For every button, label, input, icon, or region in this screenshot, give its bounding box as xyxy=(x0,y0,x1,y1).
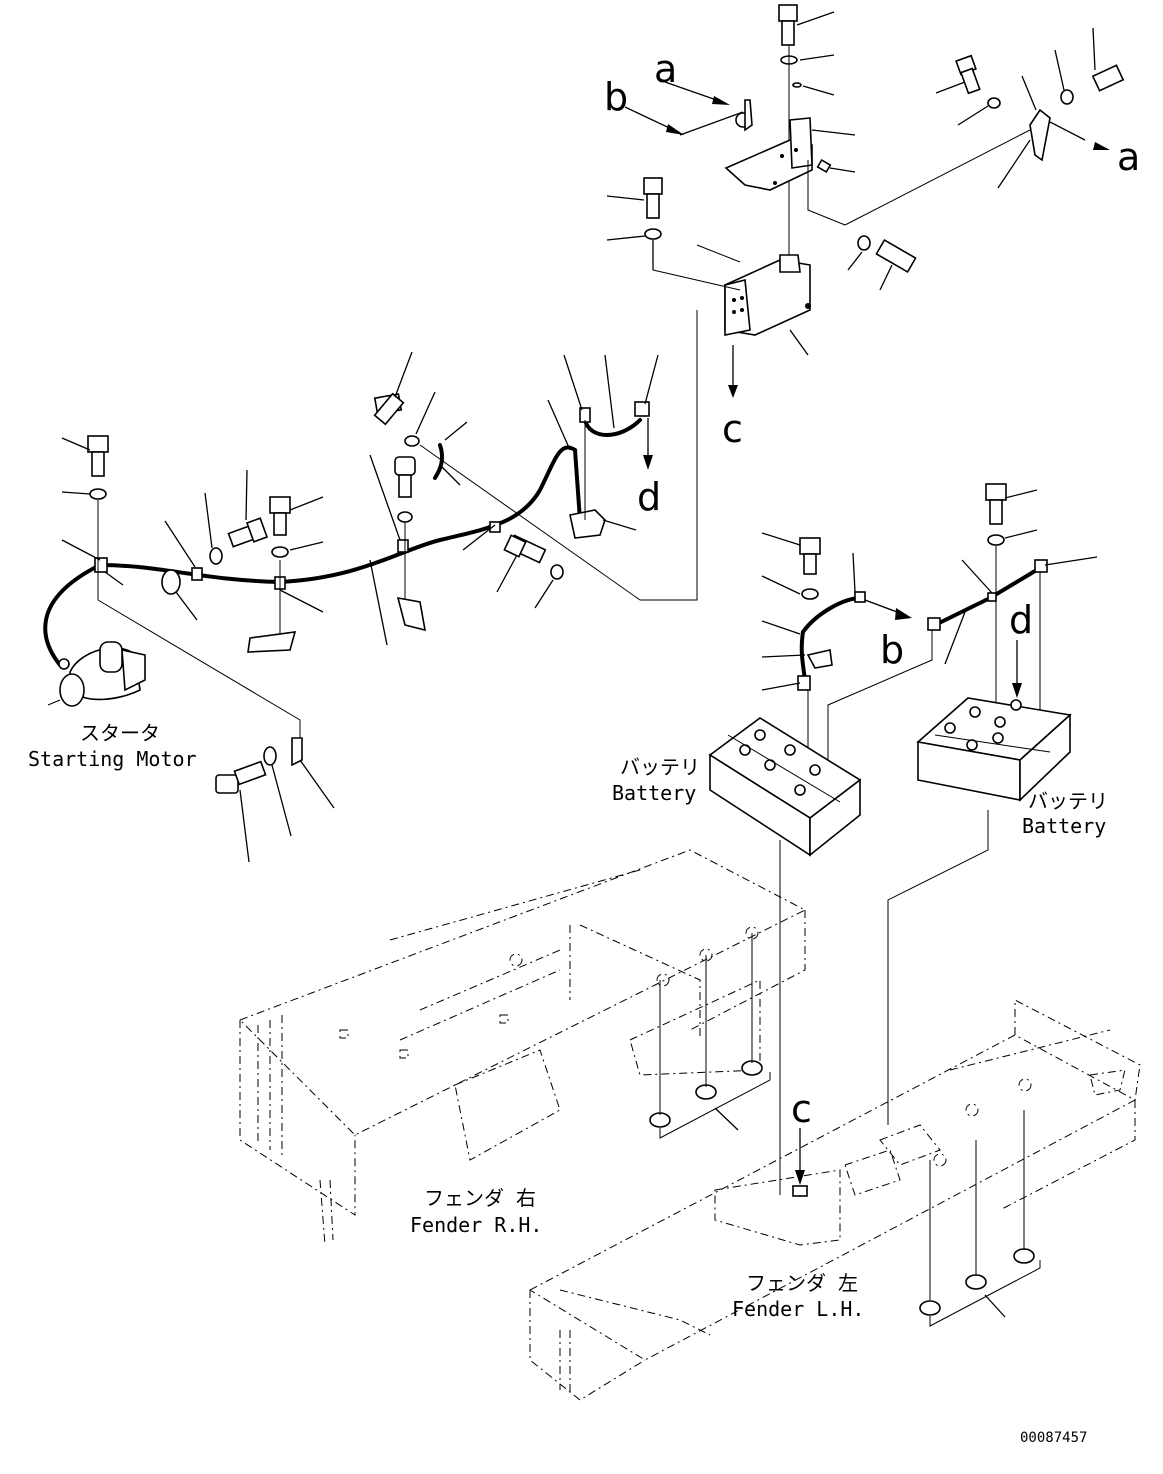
clamp-2 xyxy=(191,567,203,581)
callout-b-mid: b xyxy=(880,628,904,672)
washer-batt-2 xyxy=(987,534,1005,546)
label-battery-right-jp: バッテリ xyxy=(1028,789,1108,813)
grommets-lh xyxy=(919,1110,1041,1327)
washer-lower-left xyxy=(263,746,277,766)
l-clip xyxy=(291,737,335,809)
nut-small xyxy=(792,82,802,88)
washer-left xyxy=(644,228,662,240)
bolt-harness-2 xyxy=(227,469,269,548)
clip-bracket-2 xyxy=(396,596,427,632)
label-battery-left-jp: バッテリ xyxy=(620,755,700,779)
bolt-right-upper xyxy=(935,54,981,95)
battery-left xyxy=(708,717,862,857)
ground-strap xyxy=(997,75,1110,189)
bolt-harness-4 xyxy=(373,351,413,426)
clamp-5 xyxy=(489,521,501,533)
label-fender-rh-jp: フェンダ 右 xyxy=(424,1186,536,1210)
battery-right xyxy=(916,697,1072,802)
bolt-harness-5 xyxy=(394,456,416,498)
label-starting-motor-en: Starting Motor xyxy=(28,747,197,771)
battery-cables xyxy=(761,483,1098,780)
fender-rh xyxy=(239,849,807,1246)
callout-a-top: a xyxy=(654,47,677,91)
callout-d-right: d xyxy=(1009,598,1033,642)
washer-batt-1 xyxy=(801,588,819,600)
callout-c-top: c xyxy=(722,407,743,451)
callout-a-right: a xyxy=(1117,135,1140,179)
starting-motor xyxy=(47,641,146,707)
washer-harness-5 xyxy=(397,511,413,523)
label-fender-lh-en: Fender L.H. xyxy=(732,1297,864,1321)
washer-harness-6 xyxy=(550,564,564,580)
bolt-harness-1 xyxy=(61,435,109,477)
bolt-lower-left xyxy=(215,760,267,863)
bolt-batt-1 xyxy=(761,532,821,575)
clamp-4 xyxy=(397,539,409,553)
callout-c-bottom: c xyxy=(791,1087,812,1131)
bolt-batt-2 xyxy=(985,483,1038,525)
short-cable-d xyxy=(563,354,659,520)
bolt-harness-3 xyxy=(269,496,324,536)
bolt-left xyxy=(606,177,663,219)
bolt-harness-6 xyxy=(496,534,547,593)
bolt-top xyxy=(778,4,835,46)
bolt-far-right xyxy=(1091,27,1125,92)
battery-box-bracket xyxy=(652,240,811,356)
washer-harness-4 xyxy=(404,435,420,447)
bolt-right-lower xyxy=(847,235,917,291)
label-fender-lh-jp: フェンダ 左 xyxy=(746,1271,858,1295)
clamp-1 xyxy=(94,557,108,573)
ring-terminal xyxy=(679,99,753,136)
grommets-rh xyxy=(649,933,771,1139)
label-battery-left-en: Battery xyxy=(612,781,696,805)
washer-harness-2 xyxy=(209,547,223,565)
clip-bracket-1 xyxy=(247,631,297,653)
grommet xyxy=(161,569,181,595)
starter-harness xyxy=(43,351,659,863)
callout-b-top: b xyxy=(604,75,628,119)
label-fender-rh-en: Fender R.H. xyxy=(410,1213,542,1237)
label-battery-right-en: Battery xyxy=(1022,814,1106,838)
washer-right-upper xyxy=(987,97,1001,109)
top-bracket-assembly xyxy=(606,4,1125,601)
label-starting-motor-jp: スタータ xyxy=(80,721,160,745)
connector-block xyxy=(569,509,637,539)
washer-harness-1 xyxy=(89,488,107,500)
callout-d-top: d xyxy=(637,475,661,519)
washer-harness-3 xyxy=(271,546,289,558)
washer-far-right xyxy=(1060,89,1074,105)
terminal-b xyxy=(927,617,941,631)
drawing-number: 00087457 xyxy=(1020,1430,1087,1446)
part-labels: スタータ Starting Motor バッテリ Battery バッテリ Ba… xyxy=(28,721,1108,1446)
callout-labels: a b a c d b d c xyxy=(604,47,1140,1131)
fender-lh xyxy=(528,999,1141,1401)
battery-bracket-plate xyxy=(724,117,856,191)
